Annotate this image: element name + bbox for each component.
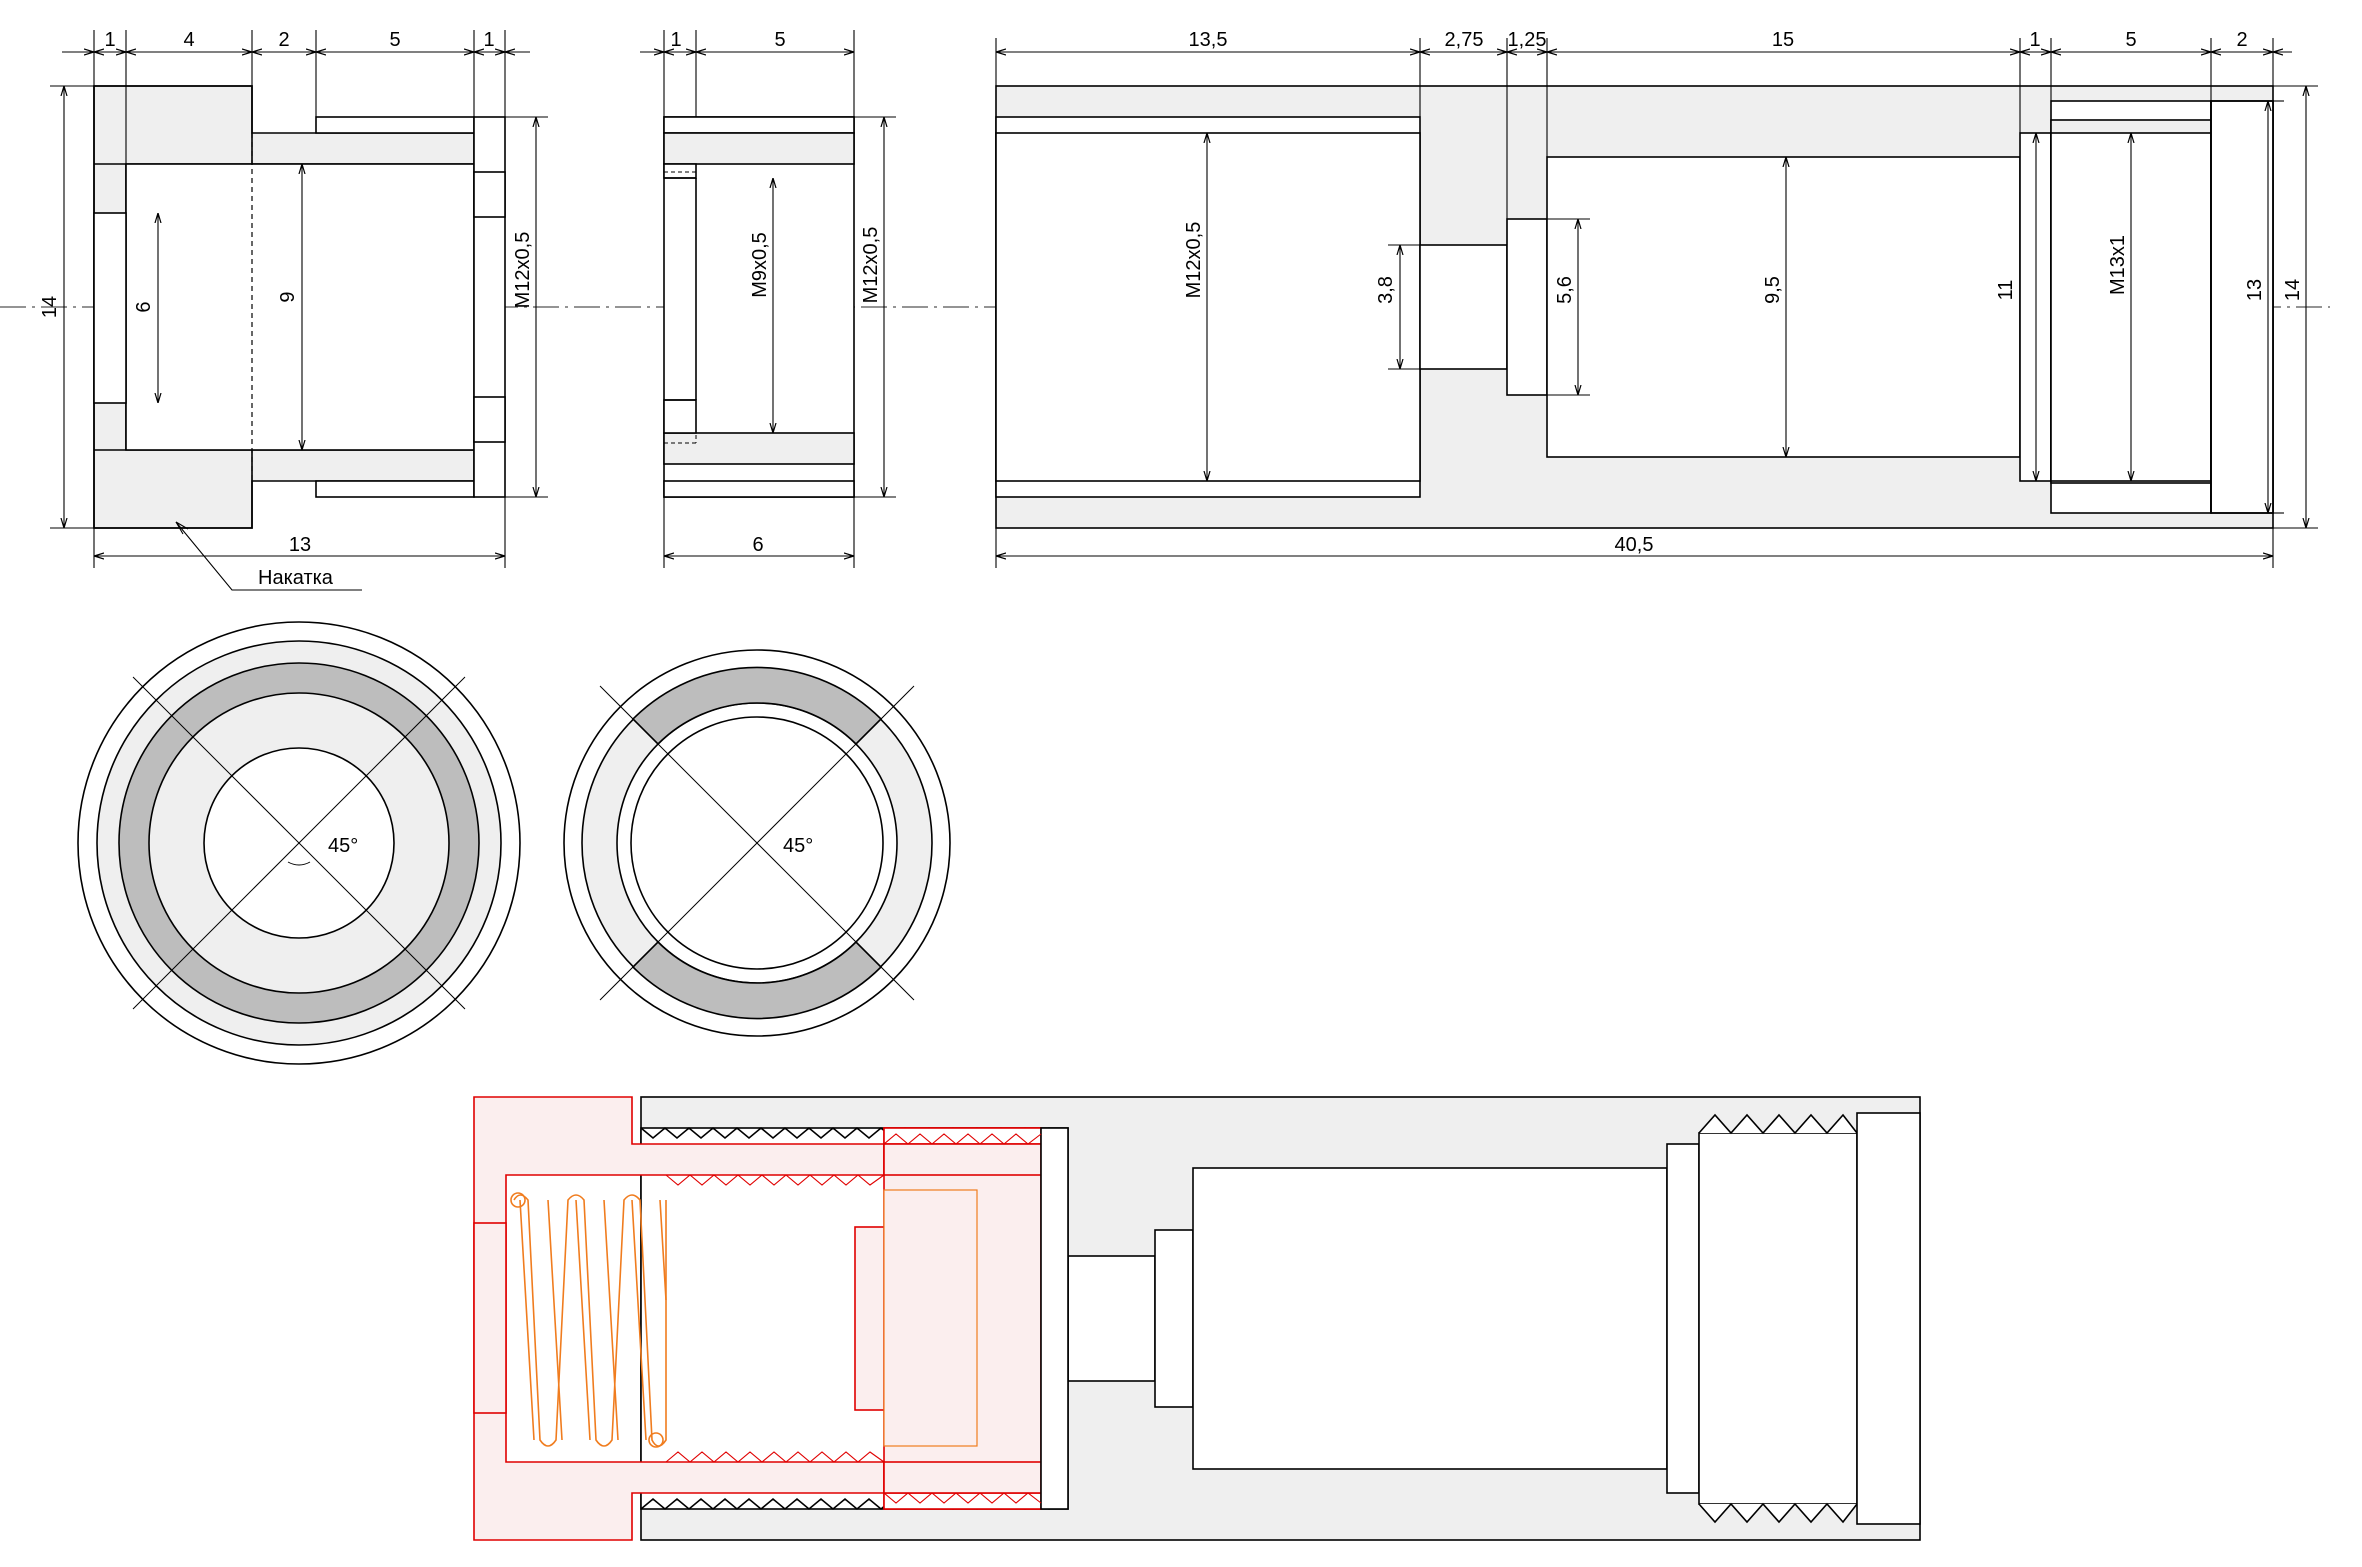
nut-dim-5: 5: [774, 29, 785, 51]
body-dim-2-75: 2,75: [1445, 29, 1484, 51]
assembly-cap-red: [473, 1096, 885, 1541]
body-section-view: [995, 85, 2274, 529]
cap-dim-bore: 9: [277, 291, 299, 302]
body-dim-main: 9,5: [1762, 276, 1784, 304]
nut-dimensions: [640, 30, 896, 568]
nut-dimension-labels: 1 5 M9x0,5 M12x0,5 6: [670, 29, 882, 556]
body-dim-13-5: 13,5: [1189, 29, 1228, 51]
body-dim-outer: 14: [2282, 279, 2304, 301]
body-dimensions: [995, 38, 2318, 568]
cap-dim-2: 2: [278, 29, 289, 51]
assembly-spring: [510, 1192, 667, 1448]
cap-section-view: [93, 85, 506, 529]
cap-dim-5: 5: [389, 29, 400, 51]
body-dim-5: 5: [2125, 29, 2136, 51]
body-dim-step: 5,6: [1554, 276, 1576, 304]
cap-dim-length: 13: [289, 534, 311, 556]
nut-dim-thread-inner: M9x0,5: [749, 232, 771, 298]
body-dim-thread-left: M12x0,5: [1183, 222, 1205, 299]
body-dim-15: 15: [1772, 29, 1794, 51]
body-dim-1-25: 1,25: [1508, 29, 1547, 51]
nut-end-view: [563, 649, 951, 1037]
body-dim-inner: 13: [2244, 279, 2266, 301]
body-dim-1: 1: [2029, 29, 2040, 51]
nut-angle-label: 45°: [783, 835, 813, 857]
body-dimension-labels: 13,5 2,75 1,25 15 1 5 2 M12x0,5 3,8 5,6 …: [1183, 29, 2304, 556]
cap-angle-label: 45°: [328, 835, 358, 857]
nut-dim-length: 6: [752, 534, 763, 556]
cap-dim-4: 4: [183, 29, 194, 51]
body-dim-ring: 11: [1995, 280, 2017, 301]
body-dim-thread-right: M13x1: [2107, 235, 2129, 295]
body-dim-small: 3,8: [1375, 276, 1397, 304]
cap-dim-1a: 1: [104, 29, 115, 51]
cap-dim-thread: M12x0,5: [512, 232, 534, 309]
cap-dimension-labels: 1 4 2 5 1 14 6 9 M12x0,5 13 Накатка: [39, 29, 534, 589]
cap-dim-hole: 6: [133, 301, 155, 312]
nut-section-view: [663, 116, 855, 498]
assembly-thread-right-bottom: [1698, 1502, 1858, 1524]
cap-knurl-label: Накатка: [258, 567, 334, 589]
body-dim-2: 2: [2236, 29, 2247, 51]
nut-dim-thread-outer: M12x0,5: [860, 227, 882, 304]
assembly-cap-and-nut: [473, 1096, 1069, 1541]
cap-dim-1b: 1: [483, 29, 494, 51]
cap-dimensions: [50, 30, 548, 591]
assembly-thread-right-top: [1698, 1113, 1858, 1135]
body-dim-length: 40,5: [1615, 534, 1654, 556]
nut-dim-1: 1: [670, 29, 681, 51]
cap-dim-outer: 14: [39, 296, 61, 318]
cap-end-view: [77, 621, 521, 1065]
